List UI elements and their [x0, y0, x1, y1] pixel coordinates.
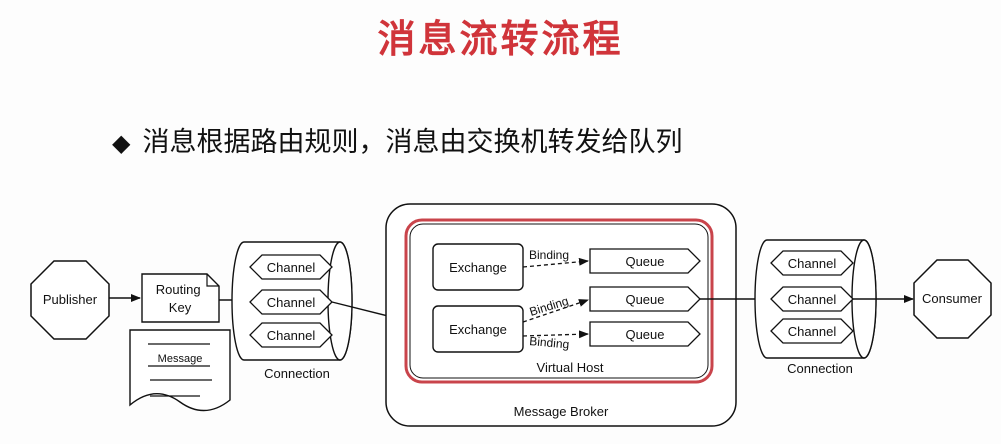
consumer-label: Consumer [922, 291, 983, 306]
routing-key-line-1: Routing [156, 282, 201, 297]
right-channel-1: Channel [770, 250, 854, 276]
queue-1-label: Queue [625, 254, 664, 269]
right-connection-label: Connection [787, 361, 853, 376]
binding-3-label: Binding [529, 334, 570, 351]
left-channel-label-1: Channel [267, 260, 316, 275]
queue-2-label: Queue [625, 292, 664, 307]
exchange-1: Exchange [432, 243, 524, 291]
message-label: Message [158, 353, 203, 365]
exchange-1-label: Exchange [449, 260, 507, 275]
queue-2: Queue [589, 286, 701, 312]
binding-1-label: Binding [529, 248, 569, 262]
bullet-point: ◆ 消息根据路由规则，消息由交换机转发给队列 [112, 120, 682, 159]
virtual-host-label: Virtual Host [537, 360, 604, 375]
left-channel-label-2: Channel [267, 295, 316, 310]
right-channel-2: Channel [770, 286, 854, 312]
message-document: Message [129, 329, 231, 412]
consumer-node: Consumer [913, 259, 992, 339]
page-title: 消息流转流程 [377, 19, 624, 61]
binding-3: Binding [522, 330, 589, 351]
right-channel-3: Channel [770, 318, 854, 344]
left-channel-1: Channel [249, 254, 333, 280]
right-connection: Channel Channel Channel Connection [754, 239, 877, 376]
exchange-2-label: Exchange [449, 322, 507, 337]
publisher-label: Publisher [43, 292, 98, 307]
queue-1: Queue [589, 248, 701, 274]
exchange-2: Exchange [432, 305, 524, 353]
routing-key-line-2: Key [169, 300, 192, 315]
publisher-node: Publisher [30, 260, 110, 340]
left-channel-3: Channel [249, 322, 333, 348]
right-channel-label-1: Channel [788, 256, 837, 271]
queue-3-label: Queue [625, 327, 664, 342]
left-channel-label-3: Channel [267, 328, 316, 343]
left-connection-label: Connection [264, 366, 330, 381]
left-channel-2: Channel [249, 289, 333, 315]
queue-3: Queue [589, 321, 701, 347]
routing-key-label: Routing Key [156, 282, 204, 315]
bullet-text: 消息根据路由规则，消息由交换机转发给队列 [142, 127, 683, 157]
binding-1: Binding [522, 248, 589, 268]
routing-key-card: Routing Key [141, 273, 220, 323]
left-connection: Channel Channel Channel Connection [231, 241, 353, 381]
message-broker-label: Message Broker [514, 404, 609, 419]
right-channel-label-3: Channel [788, 324, 837, 339]
right-channel-label-2: Channel [788, 292, 837, 307]
diamond-bullet-icon: ◆ [112, 130, 131, 157]
